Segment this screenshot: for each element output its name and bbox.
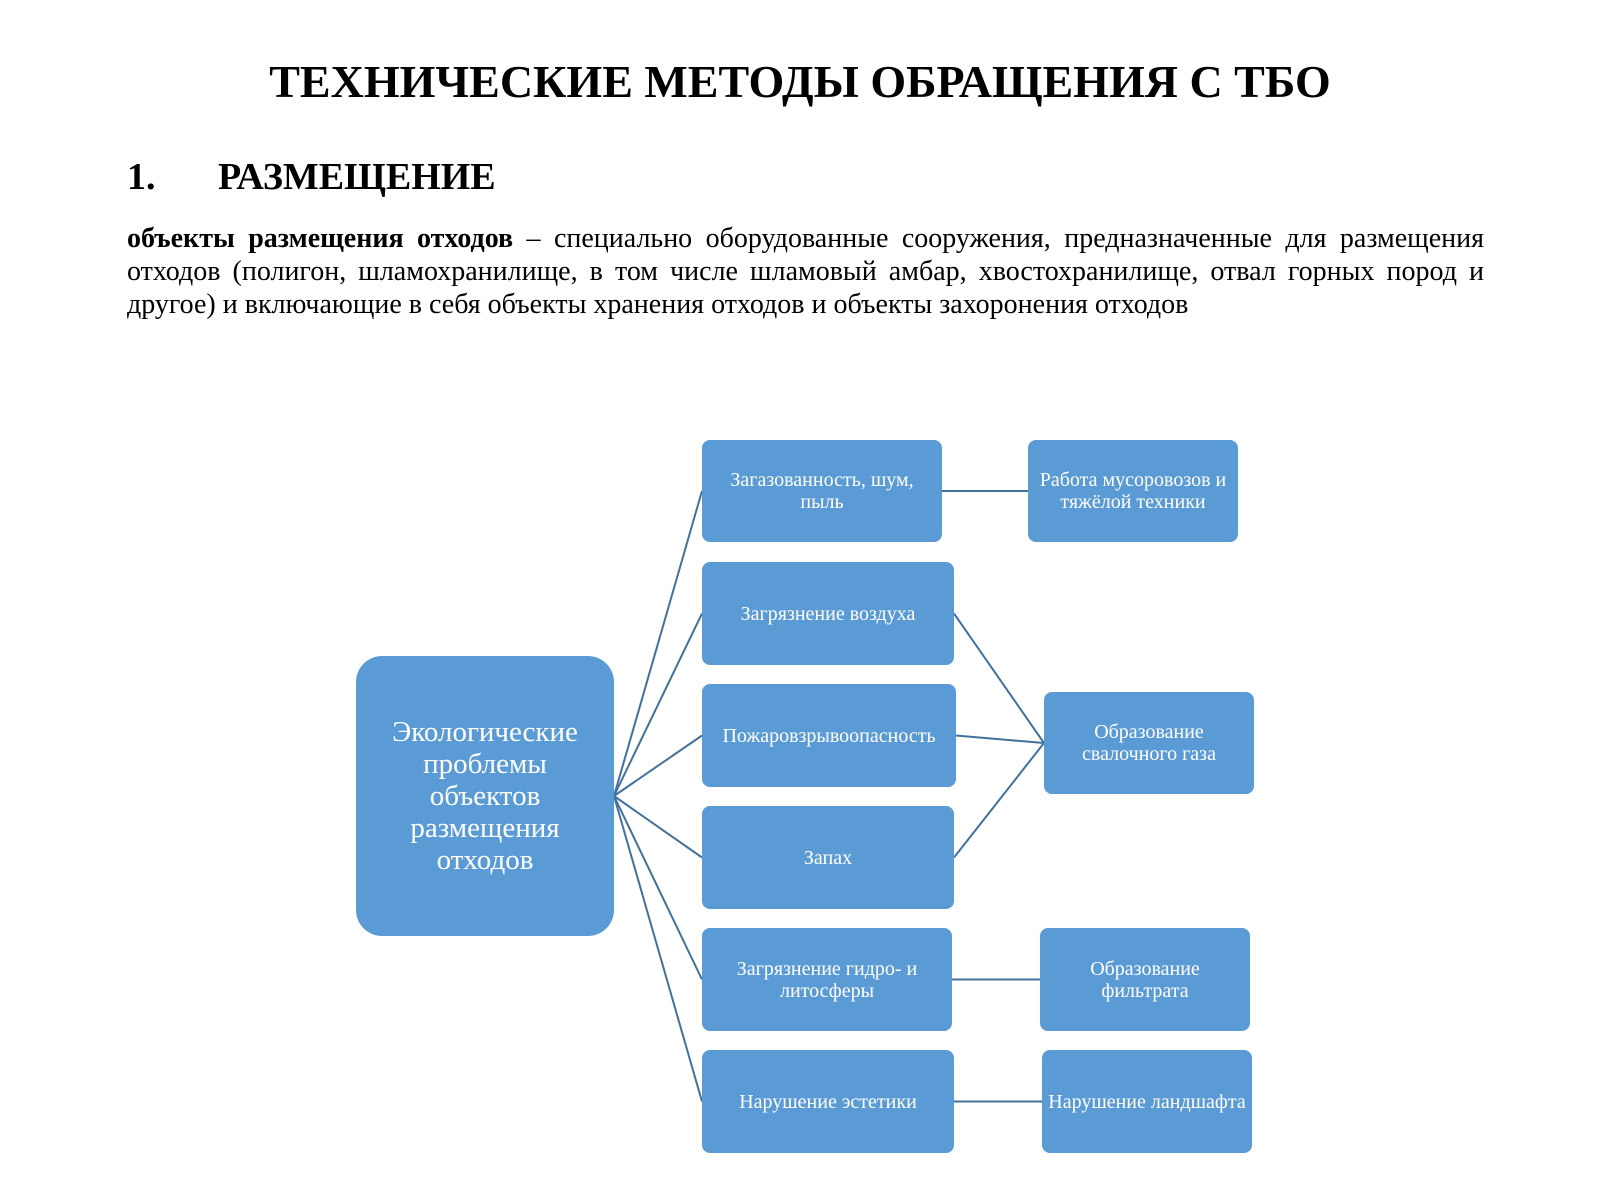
connector-p4-c2 [953, 742, 1045, 859]
root-node-label: Экологические проблемы объектов размещен… [392, 716, 578, 876]
problem-node-label: Нарушение эстетики [739, 1090, 917, 1113]
cause-node-label: Работа мусоровозов и тяжёлой техники [1039, 469, 1227, 513]
section-heading: 1. РАЗМЕЩЕНИЕ [127, 152, 496, 202]
problem-node-label: Загрязнение гидро- и литосферы [736, 957, 918, 1002]
cause-node-label: Образование свалочного газа [1082, 721, 1216, 765]
cause-node-leachate: Образование фильтрата [1040, 928, 1250, 1031]
root-node: Экологические проблемы объектов размещен… [356, 656, 614, 936]
connector-root-p3 [613, 734, 703, 797]
connector-root-p6 [613, 795, 703, 1102]
definition-paragraph: объекты размещения отходов – специально … [127, 222, 1484, 321]
problem-node-hydro-litho-pollution: Загрязнение гидро- и литосферы [702, 928, 952, 1031]
section-number: 1. [127, 156, 156, 198]
page-title: ТЕХНИЧЕСКИЕ МЕТОДЫ ОБРАЩЕНИЯ С ТБО [269, 56, 1331, 107]
definition-term: объекты размещения отходов [127, 223, 514, 254]
problem-node-label: Загрязнение воздуха [740, 602, 916, 625]
problem-node-label: Пожаровзрывоопасность [722, 724, 936, 747]
problem-node-label: Запах [803, 846, 853, 869]
connector-root-p4 [613, 795, 703, 859]
cause-node-label: Нарушение ландшафта [1048, 1090, 1246, 1113]
cause-node-landfill-gas: Образование свалочного газа [1044, 692, 1254, 794]
problem-node-aesthetics: Нарушение эстетики [702, 1050, 954, 1153]
connector-root-p1 [613, 490, 703, 797]
definition-text: – специально оборудованные сооружения, п… [127, 223, 1484, 320]
problem-node-label: Загазованность, шум, пыль [730, 469, 914, 513]
problem-node-odor: Запах [702, 806, 954, 909]
connector-p3-c2 [955, 734, 1045, 744]
problem-node-gas-noise-dust: Загазованность, шум, пыль [702, 440, 942, 542]
cause-node-trucks-machinery: Работа мусоровозов и тяжёлой техники [1028, 440, 1238, 542]
cause-node-landscape-disruption: Нарушение ландшафта [1042, 1050, 1252, 1153]
connector-p2-c2 [953, 612, 1045, 744]
problem-node-air-pollution: Загрязнение воздуха [702, 562, 954, 665]
section-heading-text: РАЗМЕЩЕНИЕ [218, 156, 496, 198]
connector-root-p2 [613, 613, 703, 797]
cause-node-label: Образование фильтрата [1090, 957, 1200, 1002]
connector-root-p5 [613, 795, 703, 980]
problem-node-fire-explosion: Пожаровзрывоопасность [702, 684, 956, 787]
